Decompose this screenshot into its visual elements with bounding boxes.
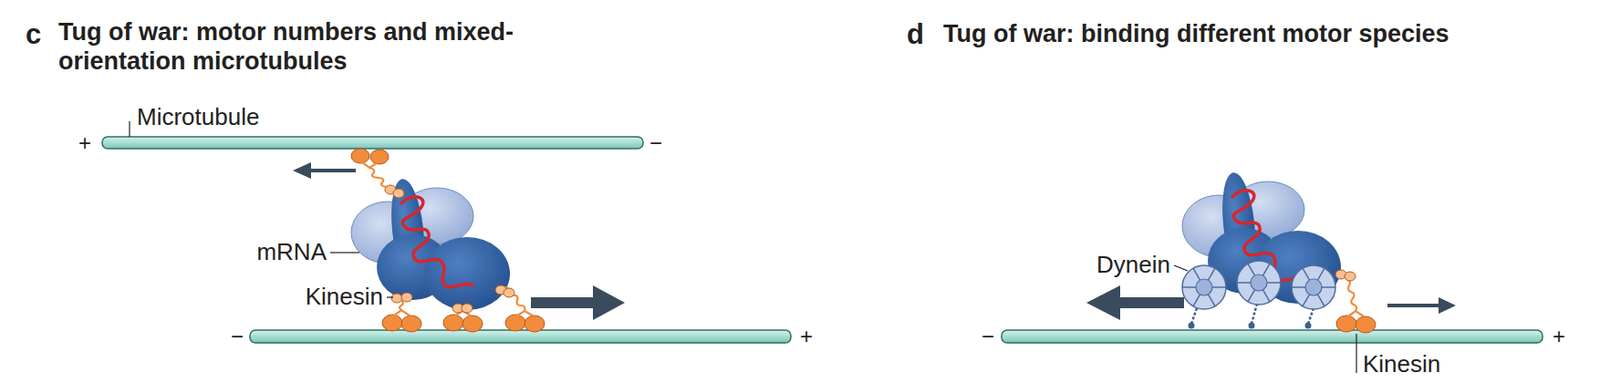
kinesin-motor xyxy=(401,292,413,302)
dynein-motor xyxy=(1188,322,1195,330)
kinesin-motor xyxy=(505,314,526,332)
part-label: Kinesin xyxy=(305,283,384,312)
dynein-motor xyxy=(1305,322,1312,330)
kinesin-motor xyxy=(524,315,545,333)
polarity-sign: − xyxy=(981,323,995,350)
direction-arrow xyxy=(530,297,597,309)
kinesin-motor xyxy=(502,287,533,316)
direction-arrow xyxy=(1086,285,1456,321)
direction-arrow xyxy=(1086,285,1121,321)
leader-line xyxy=(386,296,394,298)
kinesin-motor xyxy=(401,315,422,333)
direction-arrow xyxy=(1118,297,1185,309)
kinesin-motor xyxy=(351,148,370,164)
kinesin-motor xyxy=(1346,279,1364,317)
kinesin-motor xyxy=(1336,315,1357,333)
microtubule xyxy=(102,136,644,149)
dynein-motor xyxy=(1291,265,1336,310)
direction-arrow xyxy=(292,162,625,321)
polarity-sign: + xyxy=(800,323,813,350)
panel-title: Tug of war: binding different motor spec… xyxy=(943,20,1450,49)
panel-letter: c xyxy=(25,18,42,52)
microtubule xyxy=(249,330,791,343)
kinesin-motor xyxy=(503,288,515,298)
dynein-motor xyxy=(1248,322,1256,330)
direction-arrow xyxy=(308,168,356,173)
polarity-sign: + xyxy=(78,130,92,156)
polarity-sign: + xyxy=(1552,323,1566,350)
kinesin-motor xyxy=(370,149,389,165)
direction-arrow xyxy=(1387,303,1441,308)
kinesin-motor xyxy=(443,314,464,332)
leader-line xyxy=(1174,265,1188,271)
polarity-sign: − xyxy=(230,323,244,350)
microtubule xyxy=(102,136,1543,343)
kinesin-motor xyxy=(461,303,473,313)
leader-line xyxy=(128,121,130,137)
kinesin-motor xyxy=(462,315,483,333)
kinesin-motor xyxy=(393,188,405,198)
kinesin-motor xyxy=(1335,270,1376,333)
leader-line xyxy=(1355,333,1357,374)
direction-arrow xyxy=(292,162,312,179)
panel-title: Tug of war: motor numbers and mixed-orie… xyxy=(58,17,515,77)
part-label: Microtubule xyxy=(136,103,260,132)
leader-line xyxy=(330,251,360,253)
direction-arrow xyxy=(592,285,625,321)
panel-letter: d xyxy=(906,18,925,52)
kinesin-motor xyxy=(391,293,403,303)
kinesin-motor xyxy=(382,314,403,332)
microtubule xyxy=(1001,330,1543,343)
kinesin-motor xyxy=(1344,271,1356,281)
dynein-motor xyxy=(1236,260,1281,305)
kinesin-motor xyxy=(1355,316,1376,333)
dynein-motor xyxy=(1182,260,1336,330)
dynein-motor xyxy=(1182,265,1226,310)
direction-arrow xyxy=(1438,297,1456,314)
polarity-sign: − xyxy=(649,130,663,156)
part-label: Dynein xyxy=(1096,251,1171,280)
part-label: Kinesin xyxy=(1362,351,1441,379)
part-label: mRNA xyxy=(256,238,327,267)
